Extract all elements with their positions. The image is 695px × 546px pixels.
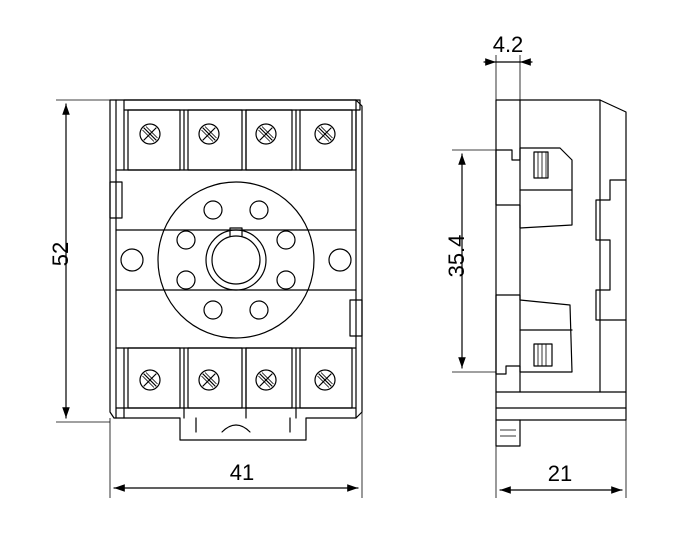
pin-hole — [249, 300, 269, 320]
screw-icon — [255, 369, 277, 391]
center-key-hole — [205, 229, 267, 291]
screw-icon — [198, 369, 220, 391]
side-view: 4.2 35.4 21 — [444, 32, 627, 498]
bottom-terminal-block — [115, 347, 357, 433]
dimension-width-41: 41 — [109, 412, 363, 498]
screw-icon — [255, 123, 277, 145]
dimension-height-52: 52 — [48, 99, 110, 423]
screw-icon — [139, 123, 161, 145]
center-section — [109, 181, 363, 339]
top-terminal-block — [115, 99, 361, 171]
pin-hole — [176, 230, 196, 250]
dimension-label-41: 41 — [230, 460, 254, 485]
dimension-label-35-4: 35.4 — [444, 235, 469, 278]
dimension-label-4-2: 4.2 — [493, 32, 524, 57]
pin-hole — [203, 200, 223, 220]
mounting-hole — [328, 248, 352, 272]
dimension-din-35-4: 35.4 — [444, 149, 496, 373]
dimension-label-21: 21 — [548, 461, 572, 486]
screw-icon — [314, 369, 336, 391]
pin-hole — [176, 270, 196, 290]
front-outline — [109, 99, 363, 441]
screw-icon — [198, 123, 220, 145]
pin-hole — [276, 230, 296, 250]
octal-socket — [157, 181, 315, 339]
screw-icon — [139, 369, 161, 391]
dimension-offset-4-2: 4.2 — [483, 32, 533, 150]
dimension-depth-21: 21 — [495, 420, 627, 498]
pin-hole — [249, 200, 269, 220]
dimension-label-52: 52 — [48, 242, 73, 266]
upper-latch — [495, 147, 573, 229]
screw-icon — [314, 123, 336, 145]
pin-hole — [276, 270, 296, 290]
front-view: 52 41 — [48, 99, 363, 498]
lower-latch — [495, 294, 573, 375]
pin-hole — [203, 300, 223, 320]
mounting-hole — [120, 248, 144, 272]
